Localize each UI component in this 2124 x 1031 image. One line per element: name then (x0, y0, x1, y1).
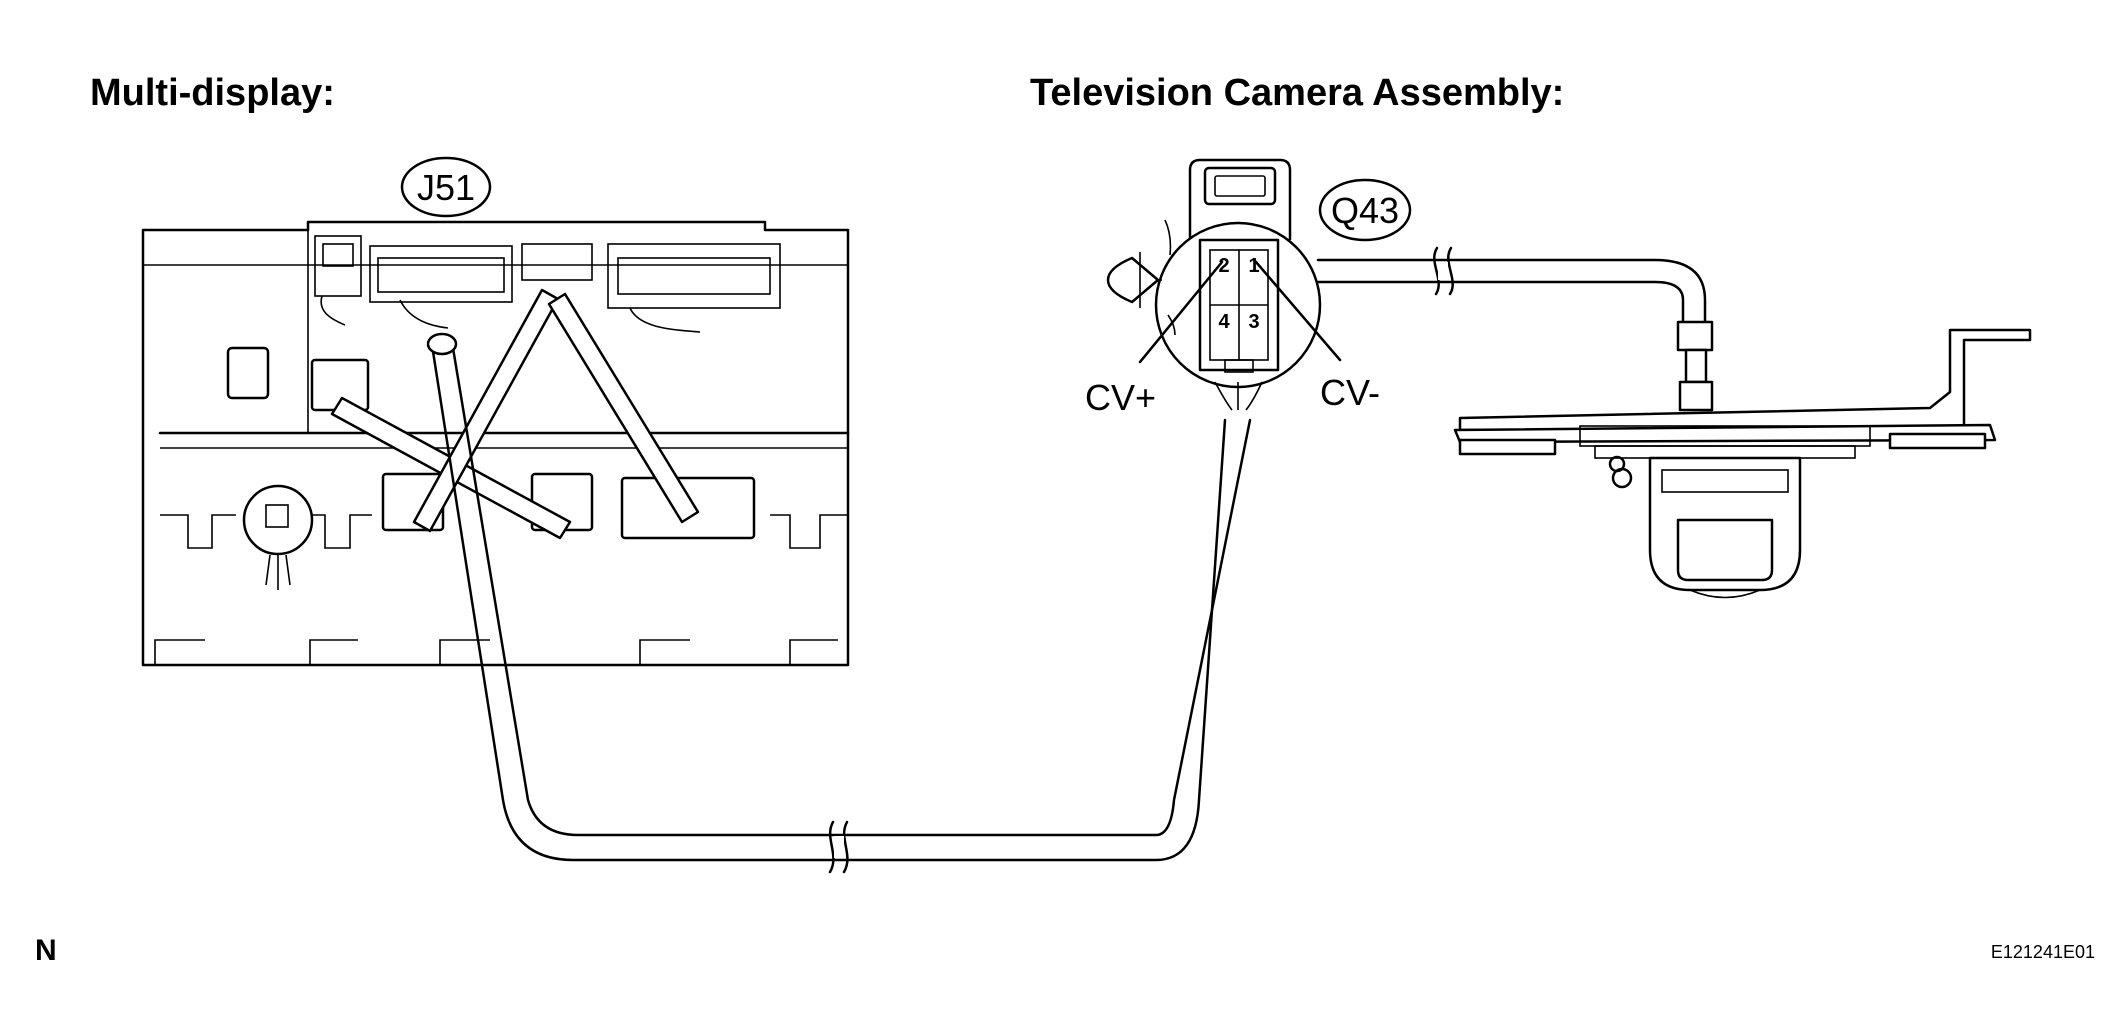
main-harness (426, 332, 1252, 874)
camera-assembly-title: Television Camera Assembly: (1030, 72, 1564, 114)
pin-4: 4 (1218, 311, 1230, 333)
corner-mark: N (35, 934, 57, 967)
q43-callout: Q43 (1318, 178, 1412, 242)
multi-display-unit (141, 220, 850, 667)
terminal-cv-negative: CV- (1320, 372, 1380, 413)
j51-label: J51 (417, 167, 475, 208)
pin-3: 3 (1248, 311, 1259, 333)
q43-label: Q43 (1331, 190, 1399, 231)
multi-display-title: Multi-display: (90, 72, 335, 114)
figure-id: E121241E01 (1991, 942, 2095, 962)
pin-2: 2 (1218, 255, 1229, 277)
camera-cable (1316, 246, 1707, 327)
television-camera (1453, 320, 2032, 599)
pin-1: 1 (1248, 255, 1259, 277)
j51-callout: J51 (400, 156, 492, 218)
terminal-cv-positive: CV+ (1085, 377, 1156, 418)
q43-connector: 2 1 4 3 (1106, 158, 1342, 411)
